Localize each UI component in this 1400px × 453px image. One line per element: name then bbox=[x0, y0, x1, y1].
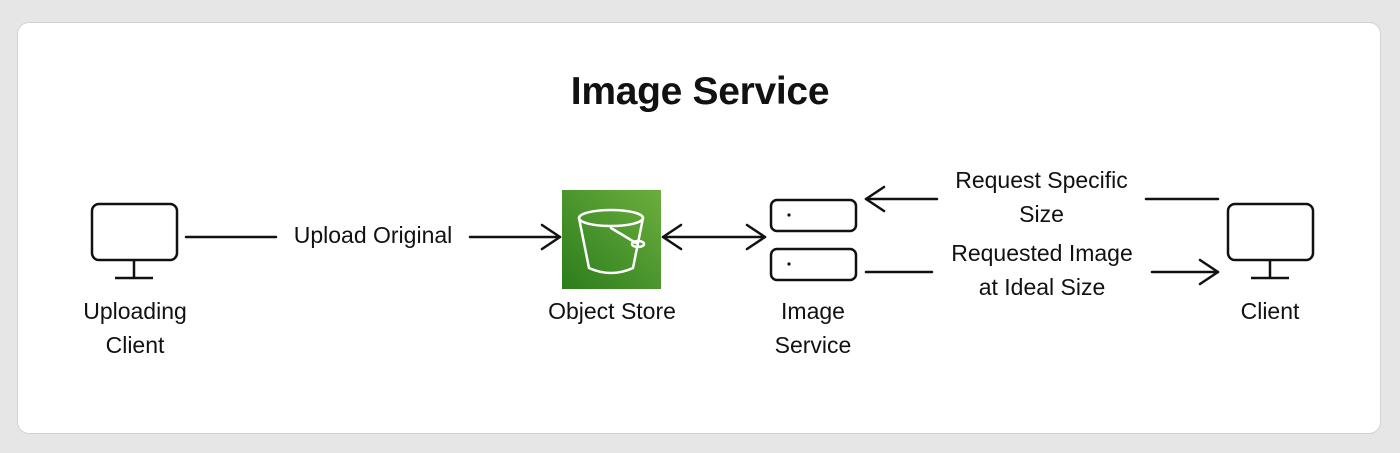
requested-image-label: Requested Image at Ideal Size bbox=[932, 236, 1152, 304]
request-size-line2: Size bbox=[1019, 201, 1064, 227]
upload-original-text: Upload Original bbox=[293, 222, 453, 248]
image-service-label: Image Service bbox=[743, 294, 883, 362]
diagram-canvas bbox=[17, 22, 1381, 434]
upload-original-label: Upload Original bbox=[276, 218, 470, 252]
server-led-icon bbox=[787, 213, 791, 217]
uploading-client-monitor-icon bbox=[90, 202, 179, 280]
uploading-client-line1: Uploading bbox=[83, 298, 187, 324]
uploading-client-line2: Client bbox=[105, 332, 165, 358]
object-store-bucket-icon bbox=[562, 190, 661, 289]
object-store-text: Object Store bbox=[548, 298, 676, 324]
client-monitor-icon bbox=[1226, 202, 1315, 280]
object-store-label: Object Store bbox=[522, 294, 702, 328]
request-size-line1: Request Specific bbox=[955, 167, 1128, 193]
image-service-line2: Service bbox=[774, 332, 852, 358]
uploading-client-label: Uploading Client bbox=[55, 294, 215, 362]
requested-image-line2: at Ideal Size bbox=[978, 274, 1106, 300]
upload-original-arrow bbox=[184, 223, 562, 251]
request-size-arrow bbox=[864, 185, 1220, 213]
request-size-label: Request Specific Size bbox=[937, 163, 1146, 231]
diagram-title: Image Service bbox=[570, 70, 830, 113]
requested-image-line1: Requested Image bbox=[951, 240, 1133, 266]
client-label: Client bbox=[1210, 294, 1330, 328]
server-led-icon bbox=[787, 262, 791, 266]
requested-image-arrow bbox=[864, 258, 1220, 286]
client-text: Client bbox=[1240, 298, 1300, 324]
store-service-bidirectional-arrow bbox=[661, 223, 767, 251]
image-service-line1: Image bbox=[781, 298, 845, 324]
image-service-server-icon bbox=[769, 198, 858, 282]
